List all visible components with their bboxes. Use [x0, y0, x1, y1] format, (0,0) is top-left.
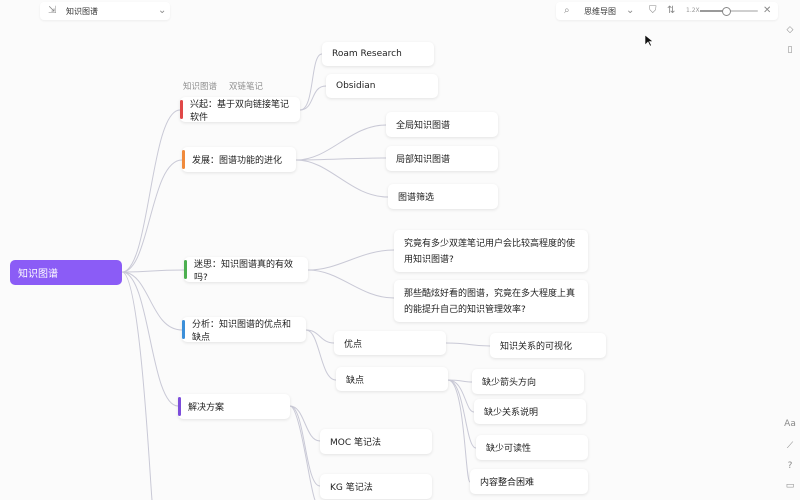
zoom-level: 1.2X — [686, 7, 700, 14]
top-toolbar: ⇲ 知识图谱 ⌄ ⌕ 思维导图 ⌄ ⛉ ⇅ 1.2X ✕ — [0, 0, 800, 24]
view-controls: ⌕ 思维导图 ⌄ ⛉ ⇅ 1.2X — [556, 2, 778, 20]
node-label: 缺少可读性 — [486, 444, 532, 454]
node-label: 迷思：知识图谱真的有效吗? — [194, 259, 294, 283]
node-label: 缺少箭头方向 — [482, 378, 537, 388]
branch-color-bar — [184, 260, 187, 279]
node-label: Roam Research — [332, 49, 402, 59]
node-label: KG 笔记法 — [330, 483, 373, 493]
help-icon[interactable]: ? — [787, 461, 793, 471]
branch-color-bar — [182, 320, 185, 339]
leaf-node-integration-hard[interactable]: 内容整合困难 — [470, 469, 588, 494]
branch-node-solutions[interactable]: 解决方案 — [178, 394, 290, 419]
zoom-slider-handle[interactable] — [722, 7, 732, 16]
node-label: 局部知识图谱 — [396, 155, 451, 165]
branch-node-development[interactable]: 发展：图谱功能的进化 — [182, 147, 296, 172]
collapse-icon[interactable]: ⇲ — [48, 5, 57, 16]
document-title-bar[interactable]: ⇲ 知识图谱 ⌄ — [40, 2, 170, 20]
branch-node-analysis[interactable]: 分析：知识图谱的优点和缺点 — [182, 317, 306, 343]
child-node-graph-filter[interactable]: 图谱筛选 — [388, 184, 498, 209]
child-node-question-usage[interactable]: 究竟有多少双莲笔记用户会比较高程度的使用知识图谱? — [394, 230, 588, 272]
child-node-global-graph[interactable]: 全局知识图谱 — [386, 112, 498, 137]
node-label: 优点 — [344, 339, 363, 350]
node-label: 图谱筛选 — [398, 193, 435, 203]
root-node[interactable]: 知识图谱 — [10, 260, 122, 285]
leaf-node-visualization[interactable]: 知识关系的可视化 — [490, 333, 606, 358]
document-icon[interactable]: ▯ — [787, 45, 793, 55]
zoom-slider-fill — [700, 10, 727, 12]
node-label: Obsidian — [336, 81, 376, 91]
comment-icon[interactable]: ▭ — [785, 481, 795, 491]
child-node-local-graph[interactable]: 局部知识图谱 — [386, 146, 498, 171]
node-label: 兴起：基于双向链接笔记软件 — [190, 99, 290, 123]
sort-icon[interactable]: ⇅ — [667, 5, 676, 16]
child-node-roam[interactable]: Roam Research — [322, 42, 434, 66]
chevron-down-icon[interactable]: ⌄ — [158, 5, 167, 16]
leaf-node-no-arrow[interactable]: 缺少箭头方向 — [472, 369, 584, 394]
child-node-moc[interactable]: MOC 笔记法 — [320, 429, 432, 454]
chart-icon[interactable]: ⟋ — [786, 441, 794, 451]
node-label: 缺少关系说明 — [484, 408, 539, 418]
font-style-icon[interactable]: Aa — [784, 419, 796, 429]
node-label: 缺点 — [346, 375, 365, 386]
document-title: 知识图谱 — [66, 7, 98, 16]
layers-icon[interactable]: ◇ — [786, 25, 794, 35]
branch-node-origin[interactable]: 兴起：基于双向链接笔记软件 — [180, 97, 300, 123]
node-label: 分析：知识图谱的优点和缺点 — [192, 319, 292, 343]
filter-icon[interactable]: ⛉ — [649, 5, 657, 16]
node-label: 内容整合困难 — [480, 478, 535, 488]
leaf-node-no-relation[interactable]: 缺少关系说明 — [474, 399, 586, 424]
tag-label[interactable]: 双链笔记 — [229, 82, 264, 92]
node-label: 全局知识图谱 — [396, 121, 451, 131]
node-label: 解决方案 — [188, 403, 225, 413]
child-node-pros[interactable]: 优点 — [334, 331, 446, 355]
branch-color-bar — [182, 150, 185, 169]
node-label: 究竟有多少双莲笔记用户会比较高程度的使用知识图谱? — [404, 239, 576, 265]
search-icon[interactable]: ⌕ — [564, 5, 570, 16]
branch-color-bar — [180, 100, 183, 119]
child-node-question-efficiency[interactable]: 那些酷炫好看的图谱，究竟在多大程度上真的能提升自己的知识管理效率? — [394, 280, 588, 322]
child-node-obsidian[interactable]: Obsidian — [326, 74, 438, 98]
node-label: 发展：图谱功能的进化 — [192, 156, 283, 166]
mouse-cursor-icon — [645, 35, 654, 47]
node-label: 知识关系的可视化 — [500, 342, 573, 352]
view-mode-select[interactable]: 思维导图 — [584, 7, 616, 16]
tag-label[interactable]: 知识图谱 — [183, 82, 218, 92]
node-label: 那些酷炫好看的图谱，究竟在多大程度上真的能提升自己的知识管理效率? — [404, 289, 576, 315]
chevron-down-icon[interactable]: ⌄ — [626, 5, 635, 16]
branch-node-myth[interactable]: 迷思：知识图谱真的有效吗? — [184, 257, 308, 283]
close-icon[interactable]: ✕ — [763, 5, 772, 16]
child-node-cons[interactable]: 缺点 — [336, 367, 448, 391]
leaf-node-low-readability[interactable]: 缺少可读性 — [476, 435, 588, 460]
child-node-kg[interactable]: KG 笔记法 — [320, 474, 432, 499]
node-label: MOC 笔记法 — [330, 438, 381, 448]
zoom-slider[interactable] — [700, 7, 758, 16]
branch-color-bar — [178, 397, 181, 416]
